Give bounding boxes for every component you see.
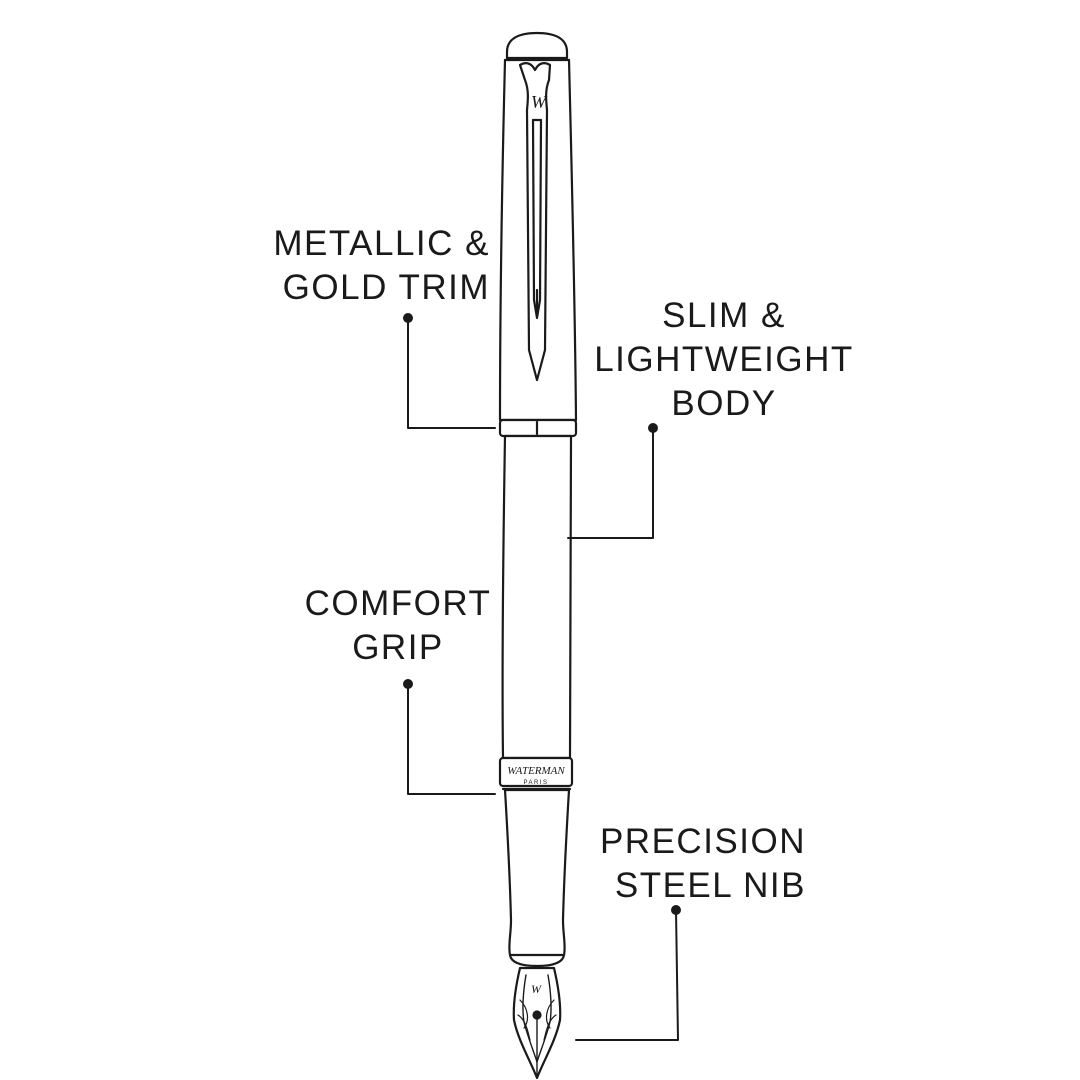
leader-nib-dot [671, 905, 681, 915]
pen-barrel [501, 434, 573, 760]
leader-trim-dot [403, 313, 413, 323]
leader-grip [407, 683, 496, 795]
grip-section [503, 788, 571, 957]
cap-clip-inner [531, 118, 543, 320]
brand-ring [498, 756, 574, 788]
leader-trim [407, 317, 496, 429]
nib-logo: W [531, 982, 542, 996]
cap-clip [518, 62, 552, 382]
leader-body [567, 427, 654, 539]
nib-scroll-right [543, 999, 557, 1041]
brand-ring-name: WATERMAN [507, 765, 565, 777]
nib-scroll-left [517, 999, 531, 1041]
leader-body-dot [648, 423, 658, 433]
cap-finial [505, 31, 569, 60]
brand-ring-city: PARIS [523, 780, 548, 786]
leader-lines [403, 313, 681, 1041]
clip-logo: W [531, 92, 548, 112]
callout-nib: PRECISION STEEL NIB [599, 822, 806, 905]
callout-grip: COMFORT GRIP [304, 584, 492, 667]
leader-nib [575, 909, 679, 1041]
callout-trim: METALLIC & GOLD TRIM [273, 224, 490, 307]
leader-grip-dot [403, 679, 413, 689]
grip-end [508, 953, 566, 968]
callout-body: SLIM & LIGHTWEIGHT BODY [594, 296, 854, 423]
